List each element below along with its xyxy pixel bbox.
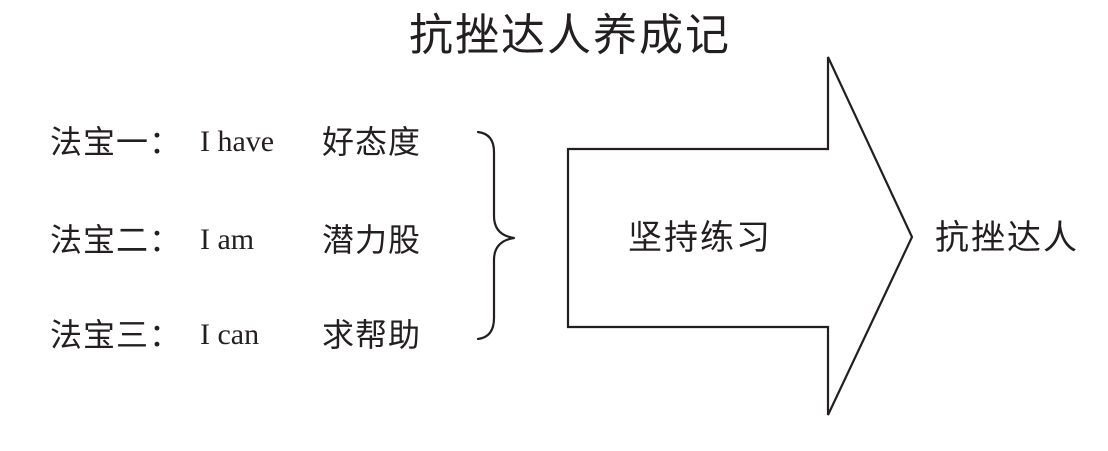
arrow-label: 坚持练习: [628, 218, 772, 258]
treasure-description: 求帮助: [322, 316, 422, 354]
treasure-label: 法宝三：: [50, 316, 183, 354]
treasure-label: 法宝一：: [50, 123, 183, 161]
diagram-title: 抗挫达人养成记: [409, 10, 731, 61]
result-label: 抗挫达人: [935, 218, 1079, 258]
grouping-brace: [476, 130, 516, 341]
treasure-description: 潜力股: [322, 221, 422, 259]
block-arrow: [566, 56, 914, 416]
treasure-english: I have: [200, 125, 275, 158]
treasure-english: I am: [200, 223, 255, 256]
treasure-english: I can: [200, 318, 260, 351]
treasure-label: 法宝二：: [50, 221, 183, 259]
treasure-description: 好态度: [322, 123, 422, 161]
